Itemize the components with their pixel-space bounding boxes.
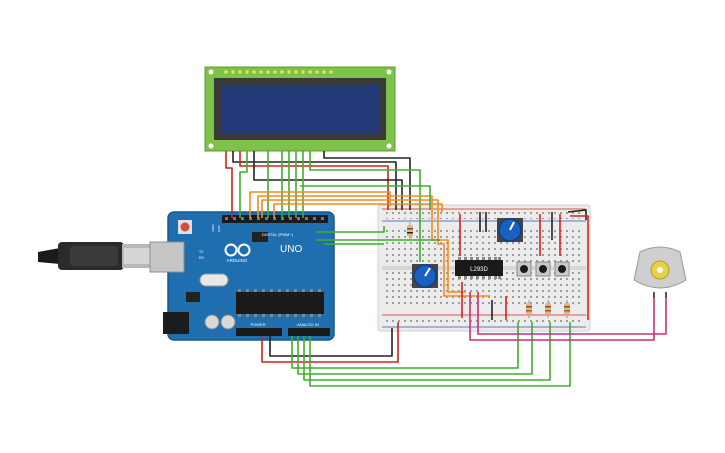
potentiometer-icon — [509, 221, 515, 231]
potentiometer-icon — [424, 267, 431, 277]
pushbutton-icon — [520, 265, 528, 273]
resistor-icon — [407, 225, 413, 237]
resistor-icon — [564, 303, 570, 315]
pushbutton-2[interactable] — [535, 261, 551, 277]
wire-green — [316, 226, 385, 233]
wire-black — [253, 151, 403, 210]
wire-green — [297, 322, 533, 375]
resistor-4[interactable] — [564, 300, 570, 318]
lcd-16x2-display[interactable] — [204, 66, 396, 152]
pushbutton-icon — [558, 265, 566, 273]
analog-in-label: ANALOG IN — [297, 322, 319, 327]
pushbutton-icon — [539, 265, 547, 273]
wire-red — [261, 322, 399, 363]
lcd-pin-header[interactable] — [224, 70, 333, 74]
l293d-label: L293D — [470, 267, 488, 273]
resistor-icon — [526, 303, 532, 315]
arduino-brand-label: ARDUINO — [227, 258, 248, 263]
gnd-label: GND — [217, 225, 221, 233]
reset-button[interactable] — [180, 222, 190, 232]
arduino-uno-board[interactable]: ARDUINO UNO DIGITAL (PWM~) POWER ANALOG … — [149, 211, 335, 341]
potentiometer-contrast[interactable] — [412, 264, 438, 288]
tx-label: TX — [199, 250, 204, 254]
dc-motor-icon[interactable] — [633, 246, 687, 298]
pushbutton-3[interactable] — [554, 261, 570, 277]
wire-red — [239, 151, 389, 210]
resistor-3[interactable] — [545, 300, 551, 318]
wire-black — [269, 328, 393, 357]
wire-orange — [249, 191, 391, 218]
wire-red — [225, 151, 233, 218]
potentiometer-speed[interactable] — [497, 218, 523, 242]
wire-magenta — [469, 292, 655, 341]
wire-black — [323, 151, 411, 210]
arduino-model-label: UNO — [280, 244, 302, 255]
aref-label: AREF — [211, 224, 215, 232]
wire-orange — [273, 203, 443, 218]
rx-label: RX — [199, 256, 205, 260]
wire-green — [303, 322, 551, 381]
analog-header[interactable] — [288, 328, 330, 336]
power-header[interactable] — [236, 328, 282, 336]
digital-pwm-label: DIGITAL (PWM~) — [262, 232, 294, 237]
power-label: POWER — [250, 322, 265, 327]
usb-cable-icon[interactable] — [38, 242, 152, 270]
wire-magenta — [477, 292, 667, 335]
l293d-motor-driver-chip[interactable]: L293D — [455, 257, 503, 279]
arduino-logo-icon — [224, 243, 251, 257]
wire-red — [570, 215, 589, 320]
wire-green — [300, 185, 431, 210]
wire-green — [291, 322, 519, 369]
wire-green — [239, 151, 248, 218]
wire-orange — [261, 199, 490, 297]
wire-green — [309, 151, 421, 262]
lcd-screen — [221, 85, 379, 133]
pushbutton-1[interactable] — [516, 261, 532, 277]
resistor-1[interactable] — [407, 222, 413, 240]
resistor-icon — [545, 303, 551, 315]
wire-green — [309, 322, 571, 387]
wiring[interactable] — [225, 151, 667, 387]
resistor-2[interactable] — [526, 300, 532, 318]
